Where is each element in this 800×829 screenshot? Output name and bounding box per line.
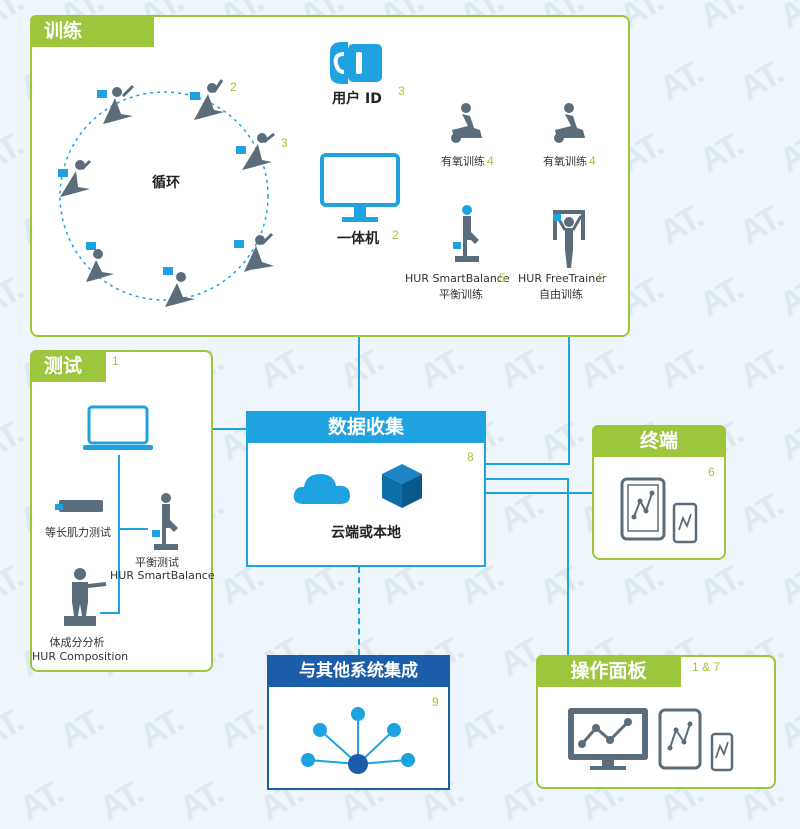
smartbalance-training-line2: 平衡训练 (439, 288, 483, 301)
data-collection-label: 云端或本地 (331, 525, 401, 541)
testing-num: 1 (112, 354, 119, 368)
connector-dashboard-h (485, 478, 569, 480)
user-id-num: 3 (398, 84, 405, 98)
user-id-label: 用户 ID (332, 91, 382, 107)
network-icon (301, 707, 415, 774)
dashboard-tablet-icon[interactable] (658, 708, 702, 770)
terminal-title: 终端 (592, 425, 726, 457)
cardio-machine-2-icon[interactable] (545, 100, 591, 146)
freetrainer-icon[interactable] (549, 210, 589, 270)
user-id-card-icon[interactable] (328, 40, 390, 86)
balance-test-branch (118, 528, 148, 530)
circuit-label: 循环 (152, 175, 180, 191)
connector-terminal (485, 492, 592, 494)
freetrainer-num: 5 (598, 271, 605, 285)
all-in-one-label: 一体机 (337, 231, 379, 247)
integration-num: 9 (432, 695, 439, 709)
connector-dashboard-v (567, 478, 569, 656)
data-collection-title: 数据收集 (246, 411, 486, 443)
circuit-num-a: 2 (230, 80, 237, 94)
cardio-machine-1-icon[interactable] (442, 100, 488, 146)
cloud-icon (293, 474, 350, 504)
testing-tree-trunk (118, 455, 120, 613)
circuit-machine-6[interactable] (76, 238, 122, 284)
training-title: 训练 (30, 15, 154, 47)
circuit-machine-7[interactable] (50, 155, 96, 201)
integration-title: 与其他系统集成 (267, 655, 450, 687)
circuit-machine-2[interactable] (184, 78, 230, 124)
smartbalance-training-icon[interactable] (447, 202, 487, 266)
all-in-one-num: 2 (392, 228, 399, 242)
composition-line1: 体成分分析 (49, 636, 105, 649)
circuit-machine-1[interactable] (93, 82, 139, 128)
isokinetic-device-icon[interactable] (55, 494, 105, 518)
connector-integration-dashed (358, 567, 360, 655)
balance-test-icon[interactable] (146, 490, 186, 554)
freetrainer-line2: 自由训练 (539, 288, 583, 301)
cardio-1-num: 4 (487, 154, 494, 168)
balance-test-line1: 平衡测试 (135, 556, 179, 569)
connector-freetrainer-join (485, 463, 570, 465)
smartbalance-training-num: 5 (499, 271, 506, 285)
smartbalance-training-line1: HUR SmartBalance (405, 272, 510, 285)
composition-branch (100, 612, 120, 614)
tablet-icon[interactable] (620, 477, 666, 541)
cube-icon (382, 464, 422, 508)
composition-line2: HUR Composition (32, 650, 129, 663)
laptop-icon[interactable] (83, 405, 155, 453)
circuit-machine-4[interactable] (232, 230, 278, 276)
isokinetic-label: 等长肌力测试 (45, 526, 111, 539)
cardio-1-label: 有氧训练 (441, 155, 485, 168)
data-collection-num: 8 (467, 450, 474, 464)
circuit-num-b: 3 (281, 136, 288, 150)
cardio-2-num: 4 (589, 154, 596, 168)
composition-icon[interactable] (60, 566, 110, 630)
dashboard-title: 操作面板 (536, 655, 681, 687)
connector-freetrainer-down (568, 305, 570, 465)
circuit-machine-5[interactable] (155, 265, 201, 311)
testing-title: 测试 (30, 350, 106, 382)
circuit-machine-3[interactable] (232, 128, 278, 174)
dashboard-monitor-icon[interactable] (566, 706, 650, 772)
phone-icon[interactable] (672, 502, 698, 544)
terminal-num: 6 (708, 465, 715, 479)
monitor-icon[interactable] (320, 153, 400, 225)
balance-test-line2: HUR SmartBalance (110, 569, 215, 582)
dashboard-phone-icon[interactable] (710, 732, 734, 772)
dashboard-num: 1 & 7 (692, 660, 721, 674)
freetrainer-line1: HUR FreeTrainer (518, 272, 607, 285)
cardio-2-label: 有氧训练 (543, 155, 587, 168)
